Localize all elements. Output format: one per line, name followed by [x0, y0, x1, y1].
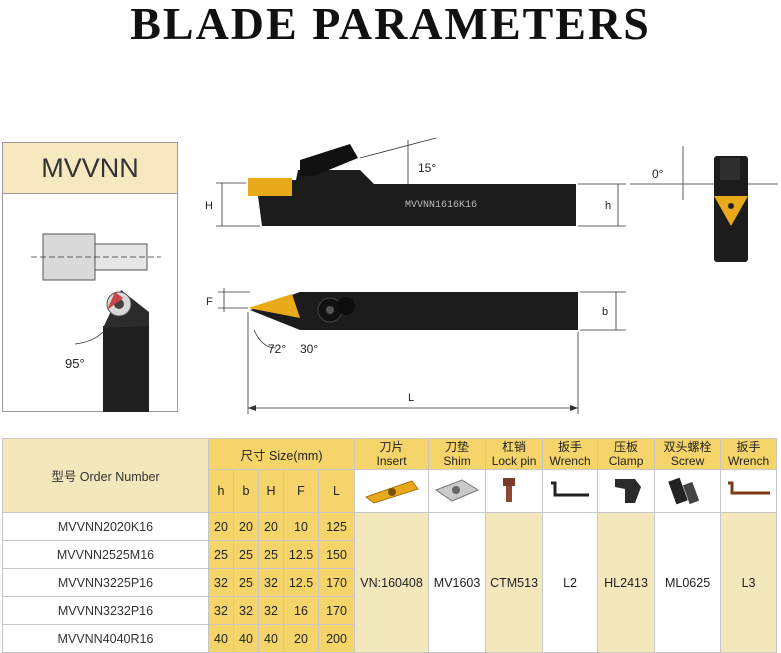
- table-row: MVVNN3225P16 32 25 32 12.5 170: [2, 568, 777, 597]
- wrench-icon: [542, 469, 599, 513]
- clamp-value: HL2413: [597, 512, 656, 653]
- dim-b: b: [602, 306, 608, 318]
- tool-drawing: MVVNN1616K16 H 15° h 0° F: [205, 137, 778, 414]
- table-row: MVVNN2020K16 20 20 20 10 125 VN:160408 M…: [2, 512, 778, 653]
- col-H: H: [258, 469, 284, 513]
- holder-marking: MVVNN1616K16: [405, 200, 477, 211]
- table-row: MVVNN2525M16 25 25 25 12.5 150: [2, 540, 777, 569]
- lock-pin-icon: [485, 469, 544, 513]
- wrench-icon-2: [720, 469, 778, 513]
- end-view: 0°: [630, 146, 778, 262]
- angle-15-label: 15°: [418, 161, 436, 175]
- size-header: 尺寸 Size(mm): [207, 438, 356, 470]
- shim-icon: [428, 469, 487, 513]
- clamp-icon: [597, 469, 656, 513]
- insert-value: VN:160408: [354, 512, 430, 653]
- table-row: MVVNN4040R16 40 40 40 20 200: [2, 624, 777, 653]
- angle-95-label: 95°: [65, 356, 85, 371]
- col-L: L: [317, 469, 356, 513]
- angle-0-label: 0°: [652, 167, 664, 181]
- shim-value: MV1603: [428, 512, 487, 653]
- angle-72-label: 72°: [268, 342, 286, 356]
- side-view: MVVNN1616K16 H 15° h: [205, 137, 626, 227]
- screw-value: ML0625: [654, 512, 722, 653]
- dim-h: h: [605, 200, 611, 212]
- col-F: F: [283, 469, 319, 513]
- top-view: F b 72° 30° L: [206, 288, 626, 414]
- order-number-header: 型号 Order Number: [2, 438, 209, 513]
- dim-F: F: [206, 296, 213, 308]
- wrench-value-2: L3: [720, 512, 778, 653]
- model-code-box: MVVNN 95°: [2, 142, 178, 426]
- model-code: MVVNN: [3, 143, 177, 194]
- dim-H: H: [205, 200, 213, 212]
- top-view-sketch: 95°: [31, 233, 161, 426]
- col-b: b: [233, 469, 259, 513]
- screw-icon: [654, 469, 722, 513]
- wrench-value: L2: [542, 512, 599, 653]
- dim-L: L: [408, 392, 414, 404]
- lock-pin-value: CTM513: [485, 512, 544, 653]
- col-h: h: [208, 469, 234, 513]
- page-title: BLADE PARAMETERS: [130, 0, 651, 49]
- table-row: MVVNN3232P16 32 32 32 16 170: [2, 596, 777, 625]
- insert-icon: [354, 469, 430, 513]
- angle-30-label: 30°: [300, 342, 318, 356]
